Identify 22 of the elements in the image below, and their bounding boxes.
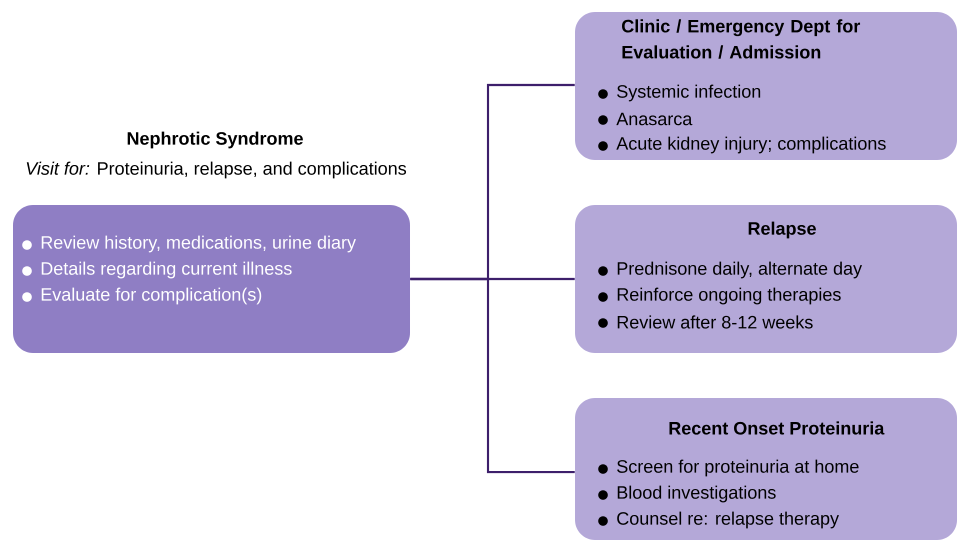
heading: Nephrotic Syndrome bbox=[128, 132, 303, 148]
bullet-item: Evaluate for complication(s) bbox=[42, 288, 262, 304]
bullet-item: Systemic infection bbox=[617, 84, 760, 102]
bullet-item: Prednisone daily, alternate day bbox=[618, 262, 862, 278]
connector-line bbox=[410, 278, 575, 474]
bullet-item: Reinforce ongoing therapies bbox=[618, 288, 841, 304]
heading: Visit for: Proteinuria, relapse, and complications bbox=[26, 162, 406, 178]
bullet-item: Counsel re: relapse therapy bbox=[617, 512, 839, 528]
heading: Recent Onset Proteinuria bbox=[670, 421, 884, 435]
bullet-item: Anasarca bbox=[616, 112, 692, 126]
process-box bbox=[575, 12, 958, 160]
bullet-item: Blood investigations bbox=[618, 486, 776, 502]
process-box bbox=[575, 398, 958, 540]
bullet-item: Review after 8-12 weeks bbox=[618, 315, 813, 329]
process-box bbox=[575, 205, 958, 353]
bullet-item: Details regarding current illness bbox=[42, 262, 292, 278]
bullet-item: Review history, medications, urine diary bbox=[42, 236, 356, 252]
bullet-item: Acute kidney injury; complications bbox=[616, 136, 886, 154]
bullet-item: Screen for proteinuria at home bbox=[617, 460, 859, 476]
process-box bbox=[13, 205, 410, 353]
heading: Relapse bbox=[748, 222, 816, 238]
heading: Clinic / Emergency Dept for Evaluation / Admission bbox=[622, 19, 860, 59]
